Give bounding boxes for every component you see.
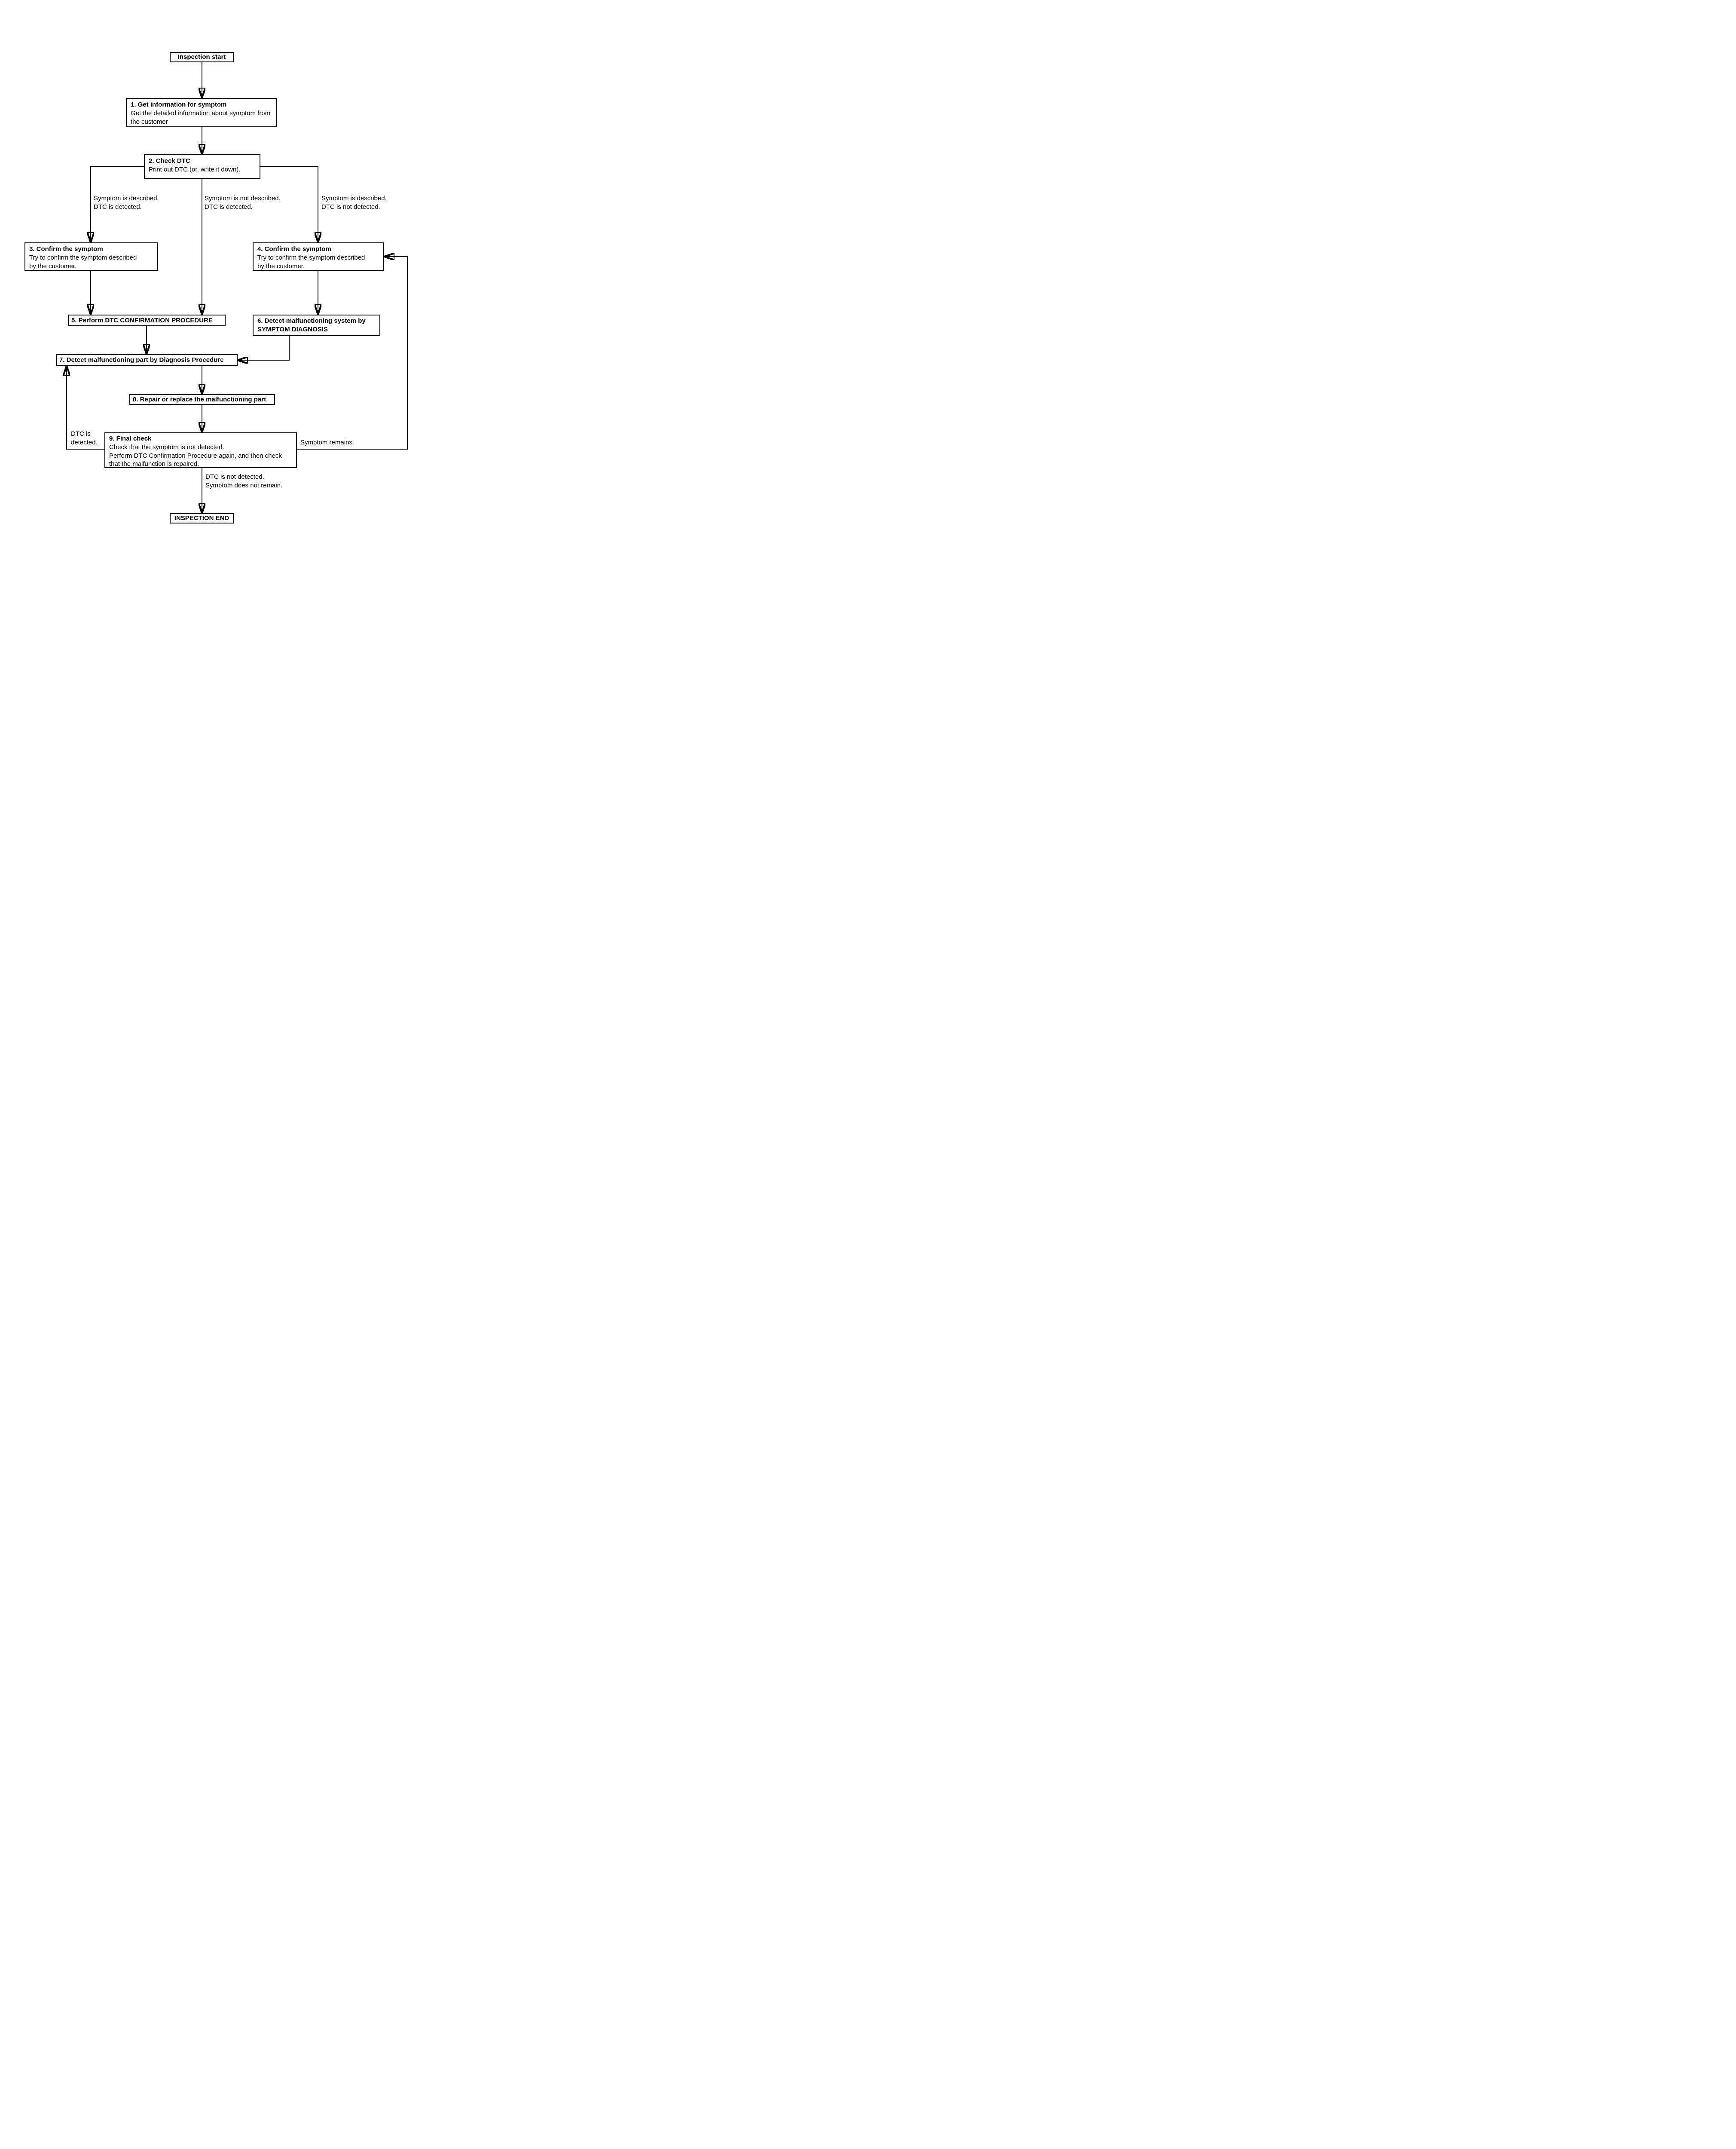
node-title: 5. Perform DTC CONFIRMATION PROCEDURE (71, 316, 213, 324)
edge-label-symptom-remains: Symptom remains. (300, 438, 355, 447)
node-4-confirm-symptom: 4. Confirm the symptom Try to confirm th… (253, 242, 384, 271)
node-title: 6. Detect malfunctioning system by SYMPT… (257, 317, 366, 333)
flowchart-canvas: Inspection start 1. Get information for … (0, 0, 434, 588)
edge-label-symptom-not-described-dtc-detected: Symptom is not described. DTC is detecte… (205, 194, 281, 212)
node-5-dtc-confirmation-procedure: 5. Perform DTC CONFIRMATION PROCEDURE (68, 315, 226, 326)
node-1-get-information: 1. Get information for symptom Get the d… (126, 98, 277, 127)
node-label: Inspection start (177, 53, 226, 61)
node-7-detect-malfunctioning-part: 7. Detect malfunctioning part by Diagnos… (56, 354, 238, 366)
edge-loop-symptom-remains (297, 257, 408, 450)
node-label: INSPECTION END (174, 514, 229, 522)
edge-n2-to-n3 (91, 166, 144, 242)
node-body: Get the detailed information about sympt… (131, 109, 271, 126)
node-title: 9. Final check (109, 435, 152, 442)
connector-layer (0, 62, 408, 588)
edge-loop-dtc-detected (67, 367, 104, 450)
node-title: 1. Get information for symptom (131, 101, 227, 108)
edge-n6-to-n7 (238, 336, 290, 360)
node-title: 2. Check DTC (149, 157, 190, 165)
node-inspection-end: INSPECTION END (170, 513, 234, 523)
node-body: Print out DTC (or, write it down). (149, 165, 241, 173)
node-title: 4. Confirm the symptom (257, 245, 331, 253)
node-title: 7. Detect malfunctioning part by Diagnos… (59, 356, 224, 364)
node-9-final-check: 9. Final check Check that the symptom is… (104, 432, 297, 468)
node-body: Try to confirm the symptom described by … (29, 254, 137, 270)
edge-label-dtc-detected: DTC is detected. (71, 430, 98, 447)
edge-n2-to-n4 (260, 166, 318, 242)
node-2-check-dtc: 2. Check DTC Print out DTC (or, write it… (144, 154, 260, 179)
node-inspection-start: Inspection start (170, 52, 234, 62)
edge-label-dtc-not-detected: DTC is not detected. Symptom does not re… (205, 473, 283, 490)
node-6-detect-malfunctioning-system: 6. Detect malfunctioning system by SYMPT… (253, 315, 380, 336)
node-8-repair-or-replace: 8. Repair or replace the malfunctioning … (129, 394, 275, 405)
edge-label-symptom-described-dtc-detected: Symptom is described. DTC is detected. (94, 194, 159, 212)
node-title: 3. Confirm the symptom (29, 245, 103, 253)
node-3-confirm-symptom: 3. Confirm the symptom Try to confirm th… (24, 242, 158, 271)
edge-label-symptom-described-dtc-not-detected: Symptom is described. DTC is not detecte… (321, 194, 387, 212)
node-title: 8. Repair or replace the malfunctioning … (133, 395, 266, 403)
node-body: Check that the symptom is not detected. … (109, 443, 282, 468)
node-body: Try to confirm the symptom described by … (257, 254, 365, 270)
